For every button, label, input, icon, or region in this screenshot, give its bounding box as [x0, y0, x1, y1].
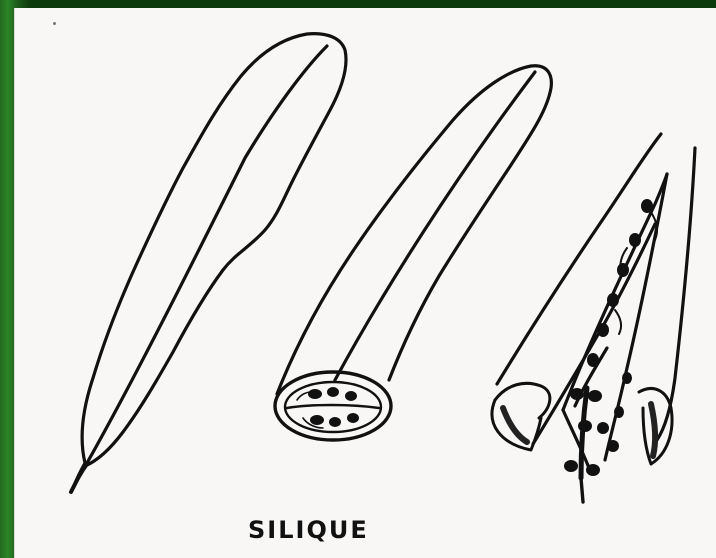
cross-section-septum	[335, 72, 535, 380]
cross-section-drawing	[275, 66, 551, 440]
cross-section-body	[277, 66, 551, 394]
seeds	[308, 387, 359, 427]
dehiscing-seeds	[564, 199, 653, 476]
silique-illustration: SILIQUE	[14, 8, 716, 558]
whole-silique-drawing	[71, 34, 346, 492]
silique-stalk	[71, 464, 87, 492]
left-valve-rim	[492, 400, 541, 450]
cross-section-septum-line	[287, 405, 379, 408]
dehiscing-silique-drawing	[492, 134, 695, 502]
silique-septum	[87, 46, 327, 463]
figure-caption: SILIQUE	[248, 518, 369, 542]
